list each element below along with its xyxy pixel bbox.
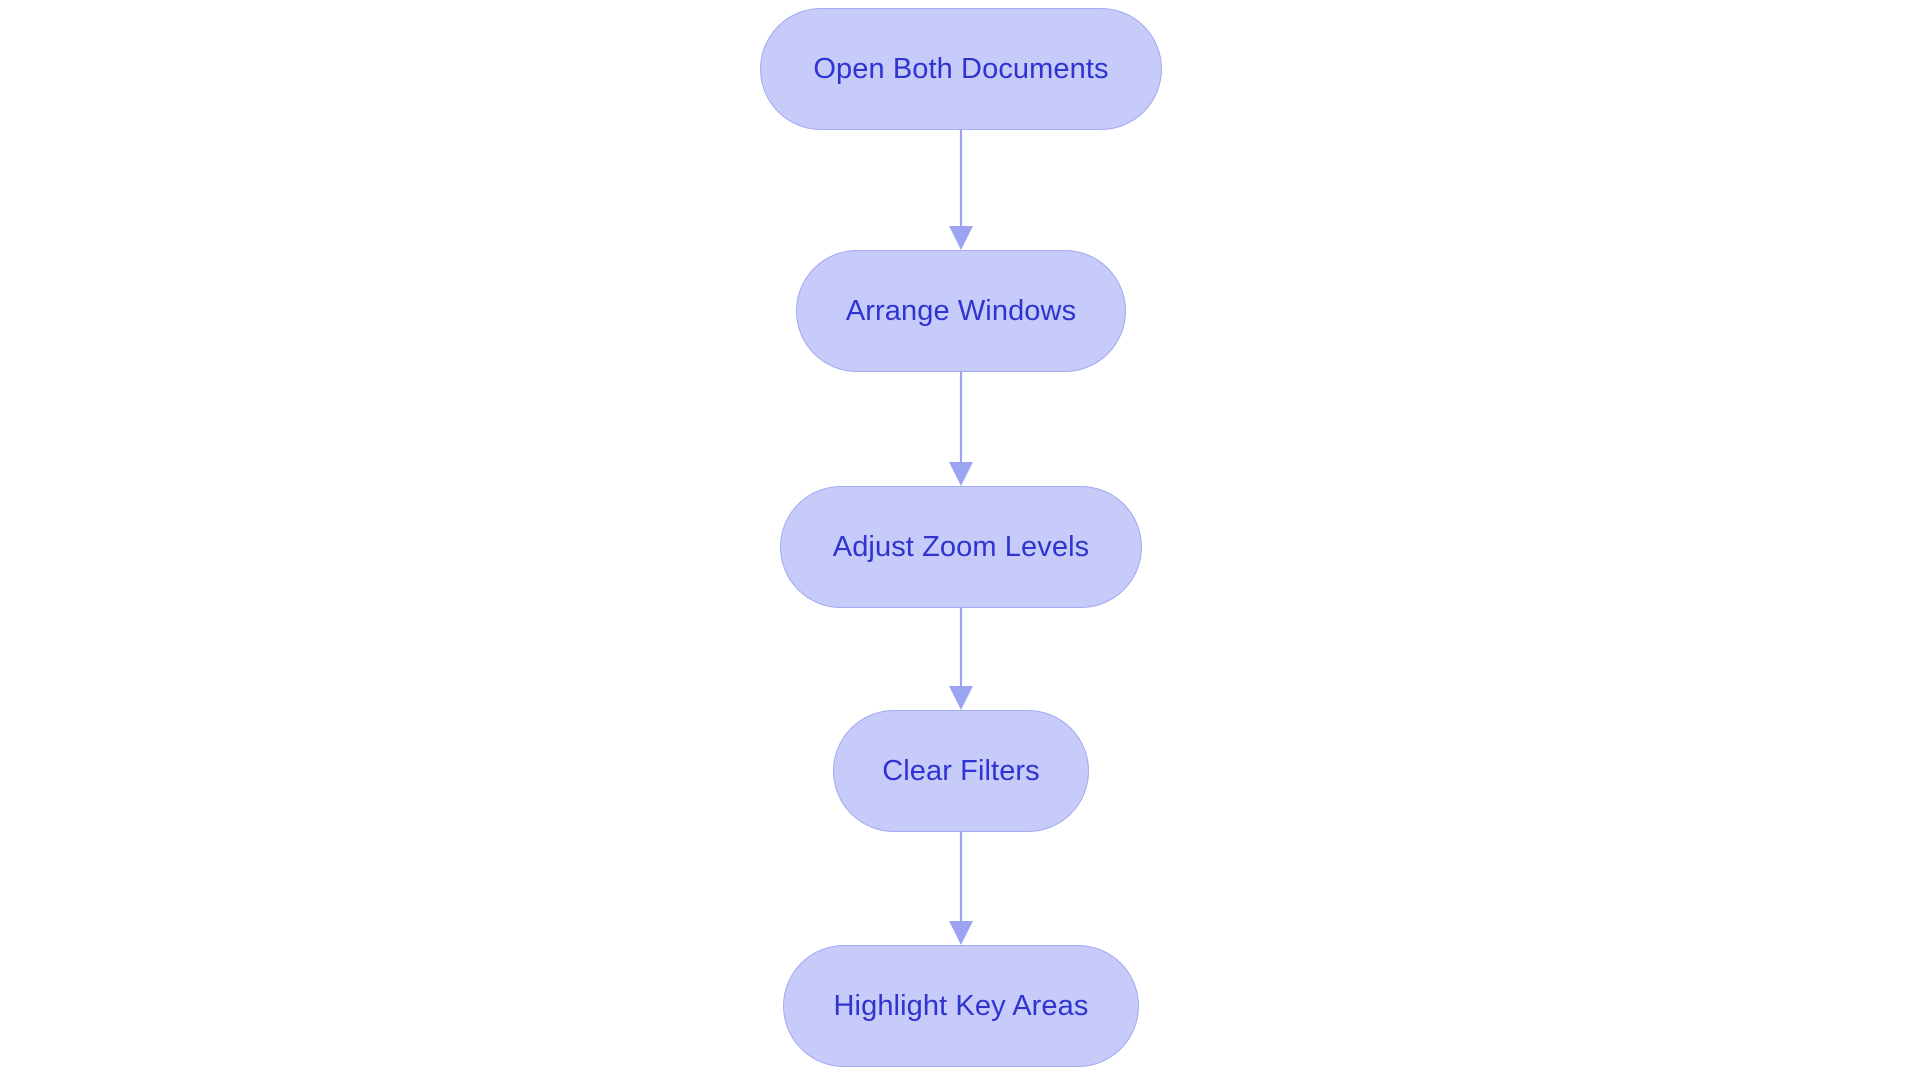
flowchart-node-clear-filters[interactable]: Clear Filters: [833, 710, 1089, 832]
edge-clear-filters-to-highlight-key-areas: [949, 832, 973, 945]
edge-adjust-zoom-levels-to-clear-filters: [949, 608, 973, 710]
node-label: Open Both Documents: [813, 52, 1109, 85]
node-label: Clear Filters: [882, 754, 1040, 787]
edge-open-both-documents-to-arrange-windows: [949, 130, 973, 250]
flowchart-node-adjust-zoom-levels[interactable]: Adjust Zoom Levels: [780, 486, 1142, 608]
node-label: Adjust Zoom Levels: [832, 530, 1090, 563]
node-label: Highlight Key Areas: [833, 989, 1089, 1022]
node-label: Arrange Windows: [845, 294, 1077, 327]
flowchart-node-highlight-key-areas[interactable]: Highlight Key Areas: [783, 945, 1139, 1067]
flowchart-node-arrange-windows[interactable]: Arrange Windows: [796, 250, 1126, 372]
flowchart-node-open-both-documents[interactable]: Open Both Documents: [760, 8, 1162, 130]
edge-arrange-windows-to-adjust-zoom-levels: [949, 372, 973, 486]
